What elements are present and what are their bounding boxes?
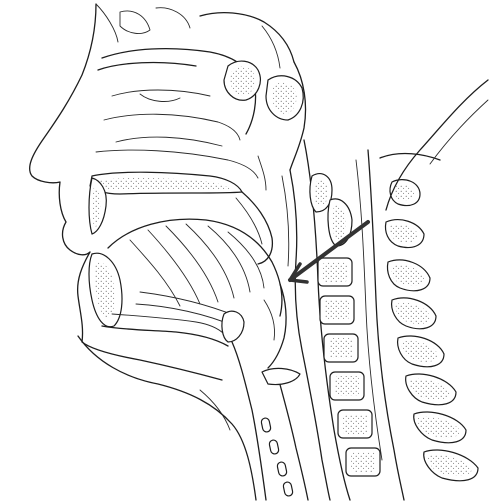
skull-base <box>200 13 306 170</box>
mandible <box>89 253 228 346</box>
larynx <box>222 284 308 500</box>
hard-palate <box>89 172 242 234</box>
spinous-processes <box>380 154 478 481</box>
pharynx-wall <box>282 170 330 500</box>
face-profile <box>30 4 256 500</box>
tongue <box>108 219 282 326</box>
cervical-spine <box>304 140 404 500</box>
